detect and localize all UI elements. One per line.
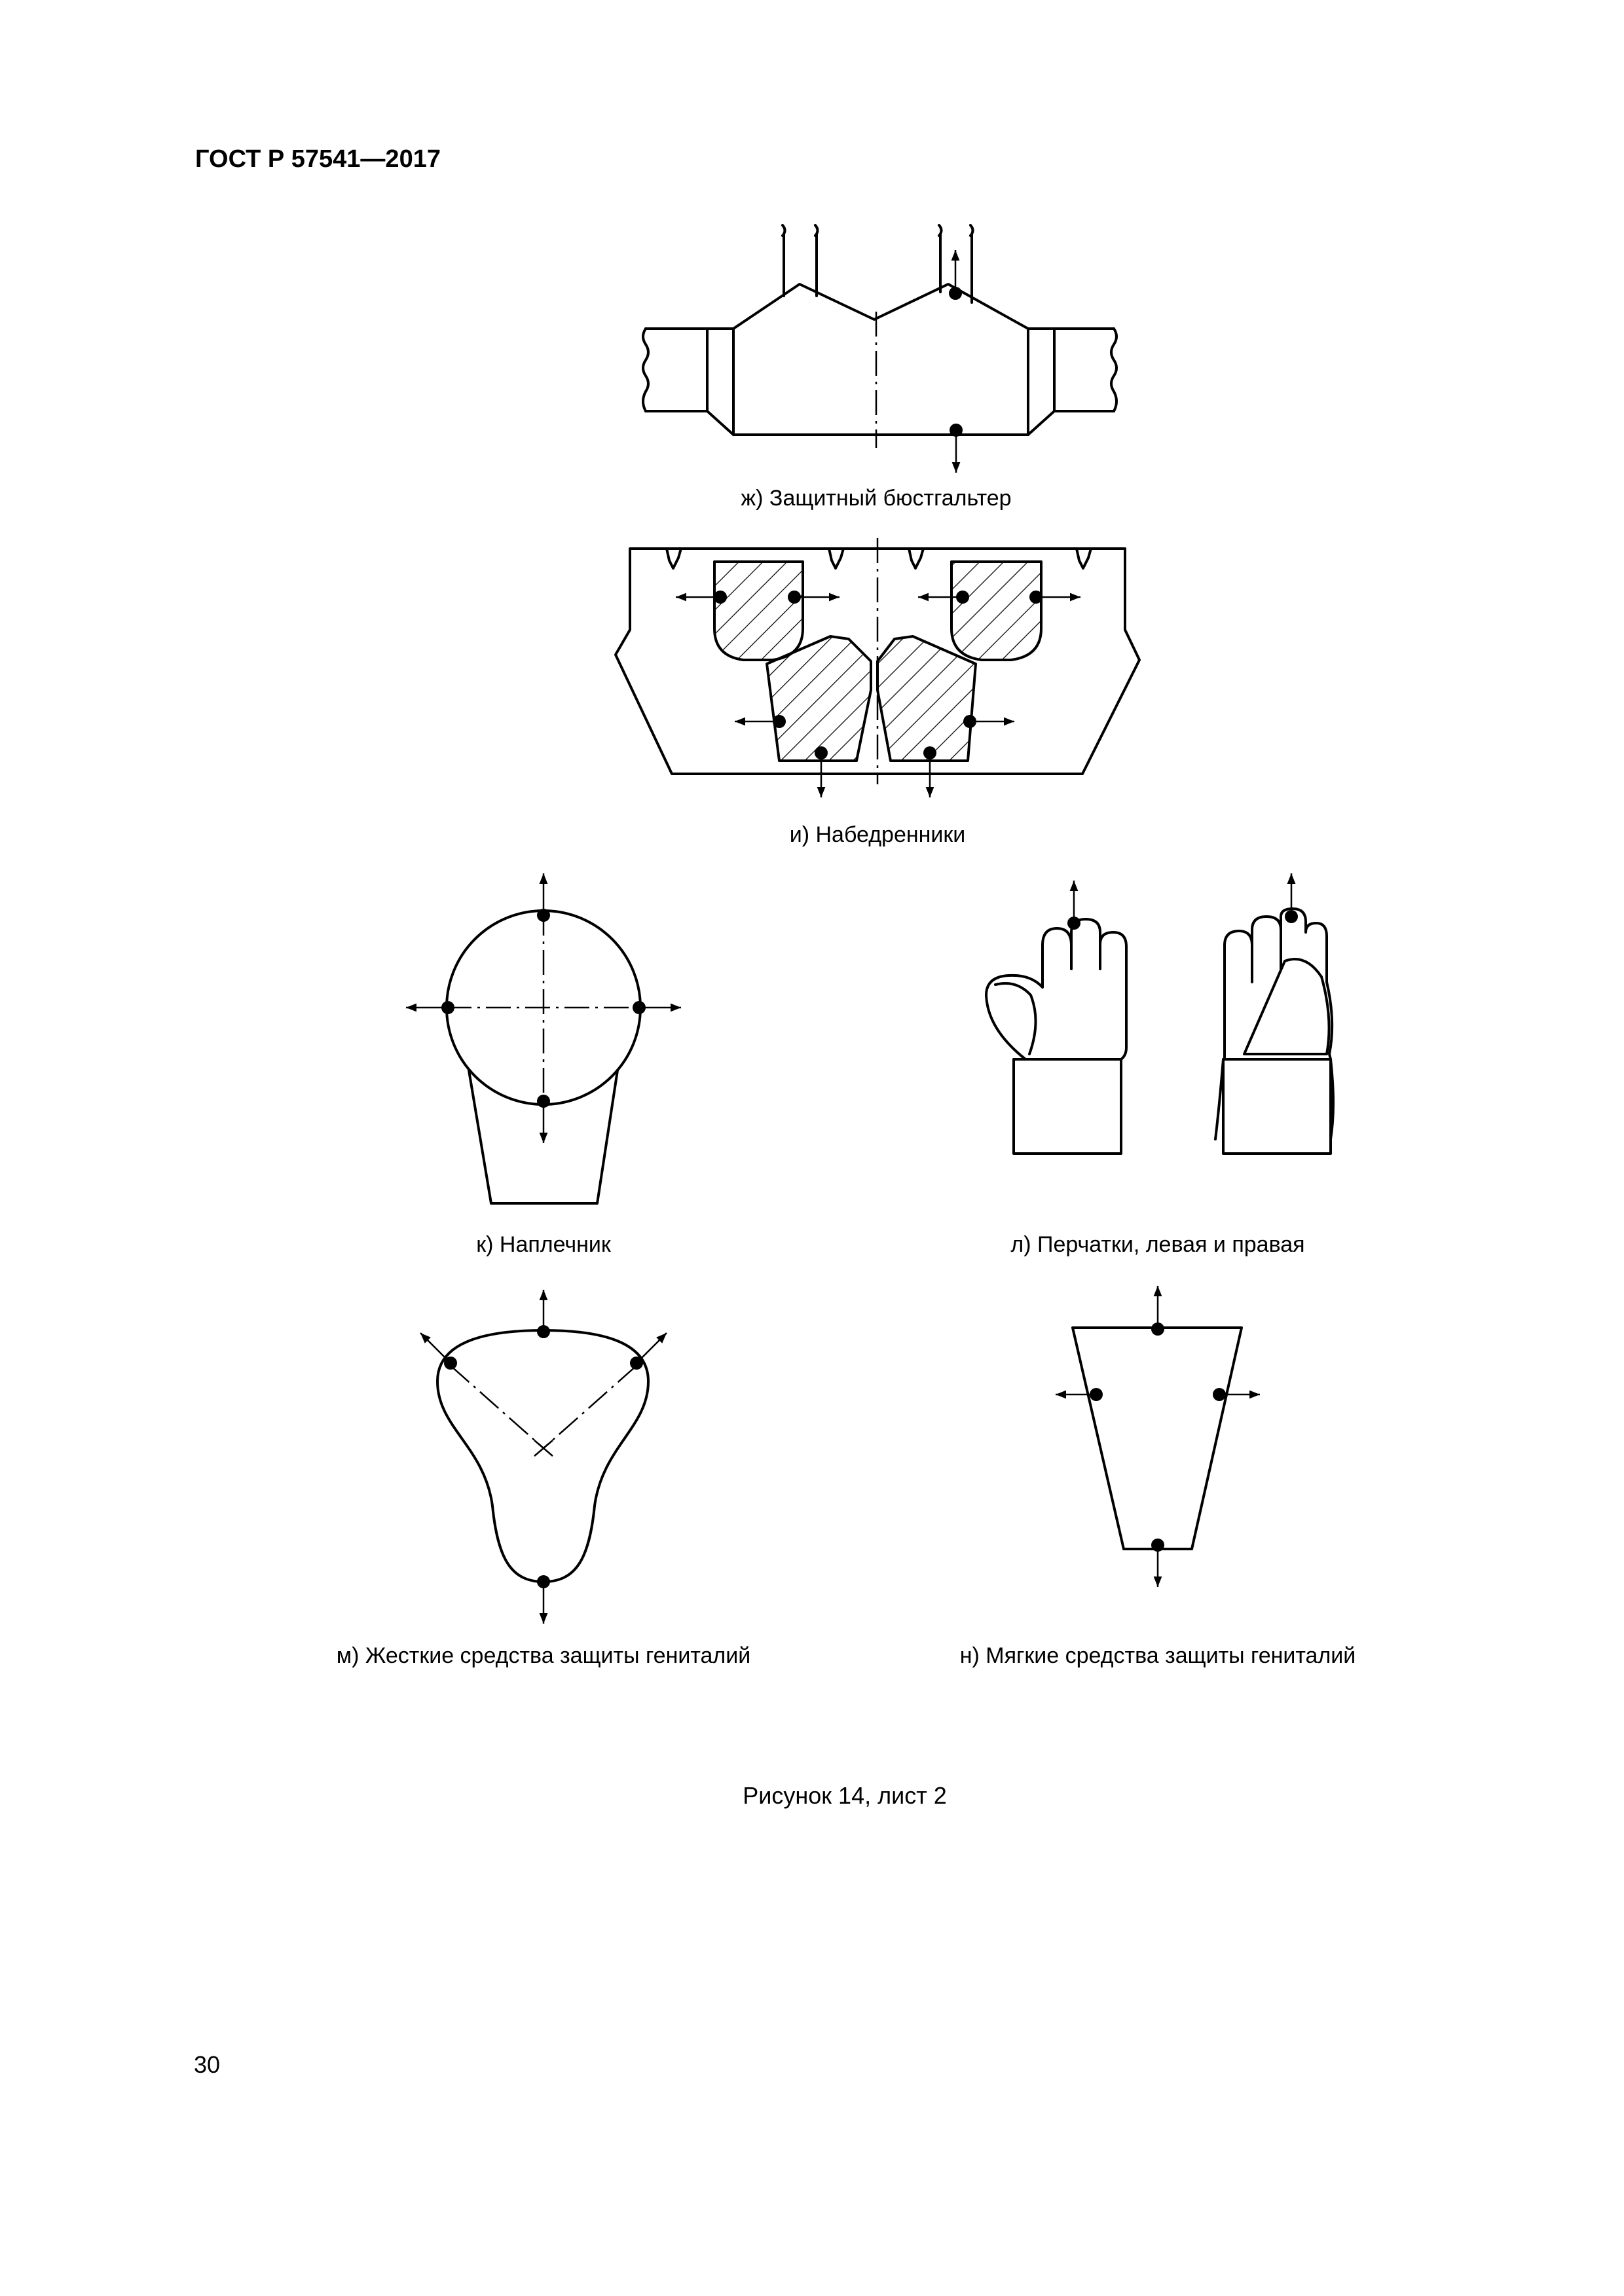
hard-genital-protector-drawing bbox=[420, 1290, 667, 1624]
thigh-protectors-drawing bbox=[614, 538, 1141, 797]
soft-genital-protector-drawing bbox=[1056, 1286, 1260, 1587]
caption-thigh-protectors: и) Набедренники bbox=[789, 822, 966, 847]
figure-caption: Рисунок 14, лист 2 bbox=[743, 1782, 947, 1809]
caption-bra: ж) Защитный бюстгальтер bbox=[741, 486, 1012, 511]
shoulder-pad-drawing bbox=[406, 873, 681, 1205]
bra-drawing bbox=[642, 224, 1118, 473]
caption-shoulder-pad: к) Наплечник bbox=[476, 1232, 611, 1257]
caption-gloves: л) Перчатки, левая и правая bbox=[1010, 1232, 1305, 1257]
page-number: 30 bbox=[194, 2051, 221, 2078]
caption-hard-genital-protector: м) Жесткие средства защиты гениталий bbox=[336, 1643, 751, 1668]
document-standard-number: ГОСТ Р 57541—2017 bbox=[195, 145, 441, 173]
caption-soft-genital-protector: н) Мягкие средства защиты гениталий bbox=[959, 1643, 1356, 1668]
gloves-drawing bbox=[985, 873, 1335, 1155]
